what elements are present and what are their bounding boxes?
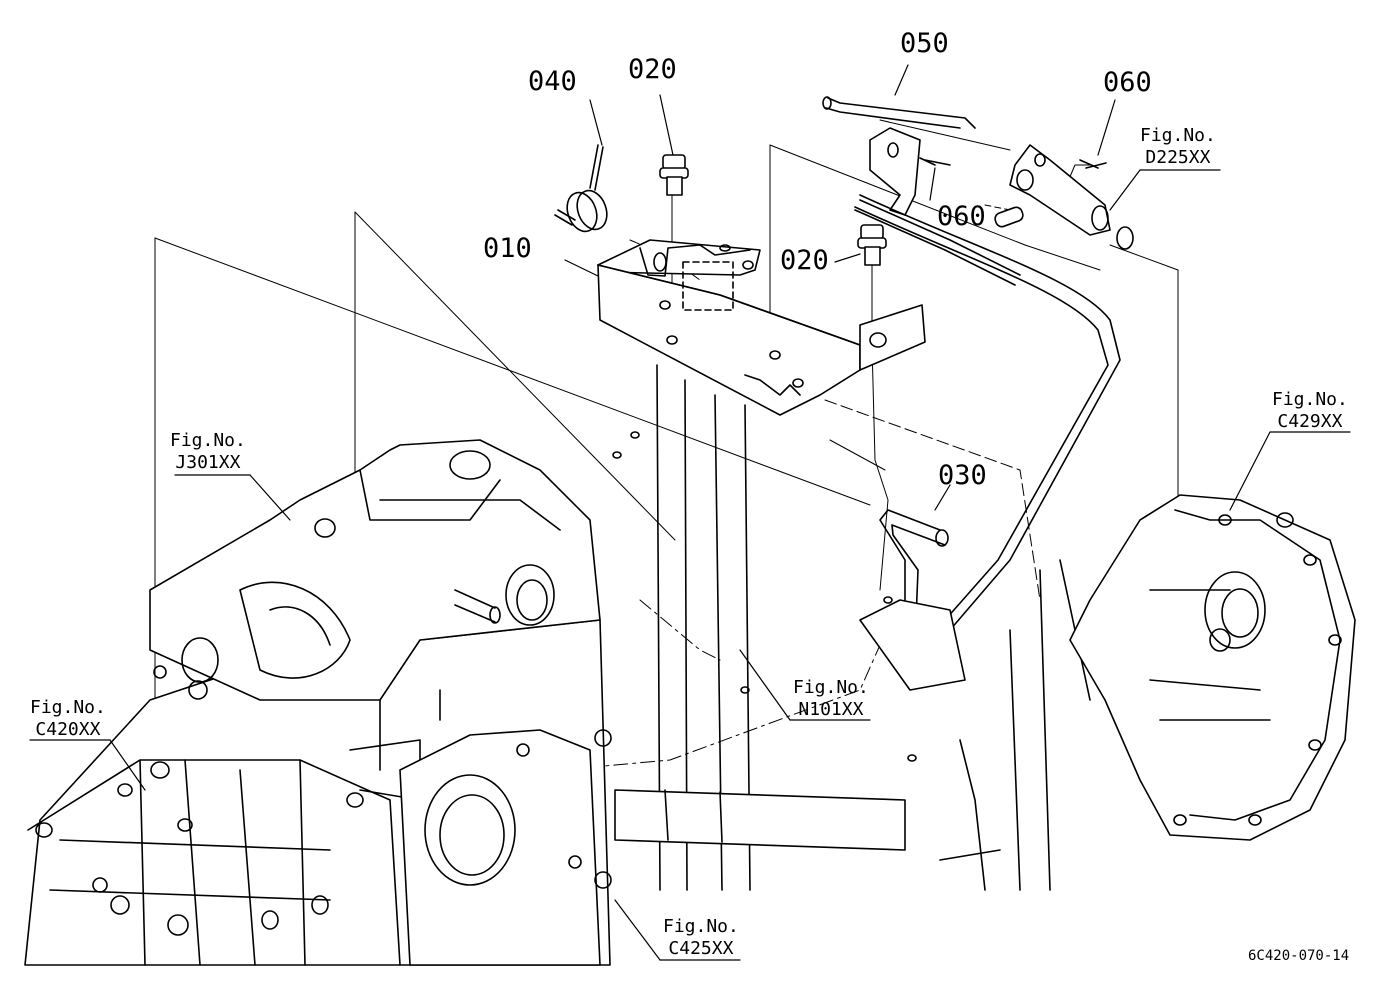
rod-030: [855, 195, 1120, 672]
fig-ref-n101-code: N101XX: [798, 699, 864, 720]
fig-ref-d225: Fig.No. D225XX: [1140, 125, 1216, 169]
spring-040: [555, 145, 612, 236]
callout-020-left: 020: [628, 54, 677, 85]
fig-ref-c420: Fig.No. C420XX: [30, 697, 106, 741]
callout-040: 040: [528, 66, 577, 97]
callout-050: 050: [900, 28, 949, 59]
transmission-housing-left: [25, 440, 611, 965]
fig-ref-j301: Fig.No. J301XX: [170, 430, 246, 474]
fig-ref-n101-label: Fig.No.: [793, 677, 869, 698]
fig-ref-d225-code: D225XX: [1145, 147, 1211, 168]
callout-060-upper: 060: [1103, 67, 1152, 98]
fig-ref-j301-label: Fig.No.: [170, 430, 246, 451]
fig-ref-c425-code: C425XX: [668, 938, 734, 959]
knob-020-left: [660, 155, 688, 195]
bracket-plate-010: [598, 240, 925, 415]
fig-ref-d225-label: Fig.No.: [1140, 125, 1216, 146]
fig-ref-c420-label: Fig.No.: [30, 697, 106, 718]
callout-010: 010: [483, 233, 532, 264]
knob-020-right: [858, 225, 886, 265]
drawing-number: 6C420-070-14: [1248, 948, 1350, 964]
fig-ref-c429-label: Fig.No.: [1272, 389, 1348, 410]
callout-020-right: 020: [780, 245, 829, 276]
center-frame: [613, 365, 1090, 890]
callout-leaders: [30, 65, 1350, 960]
callout-060-lower: 060: [937, 201, 986, 232]
pin-assembly-060: [920, 145, 1133, 249]
callout-030: 030: [938, 460, 987, 491]
fig-ref-c429-code: C429XX: [1277, 411, 1343, 432]
fig-ref-c425-label: Fig.No.: [663, 916, 739, 937]
fig-ref-c429: Fig.No. C429XX: [1272, 389, 1348, 433]
fig-ref-j301-code: J301XX: [175, 452, 241, 473]
transmission-housing-right: [1070, 495, 1355, 840]
fig-ref-n101: Fig.No. N101XX: [793, 677, 869, 721]
fig-ref-c420-code: C420XX: [35, 719, 101, 740]
fig-ref-c425: Fig.No. C425XX: [663, 916, 739, 960]
